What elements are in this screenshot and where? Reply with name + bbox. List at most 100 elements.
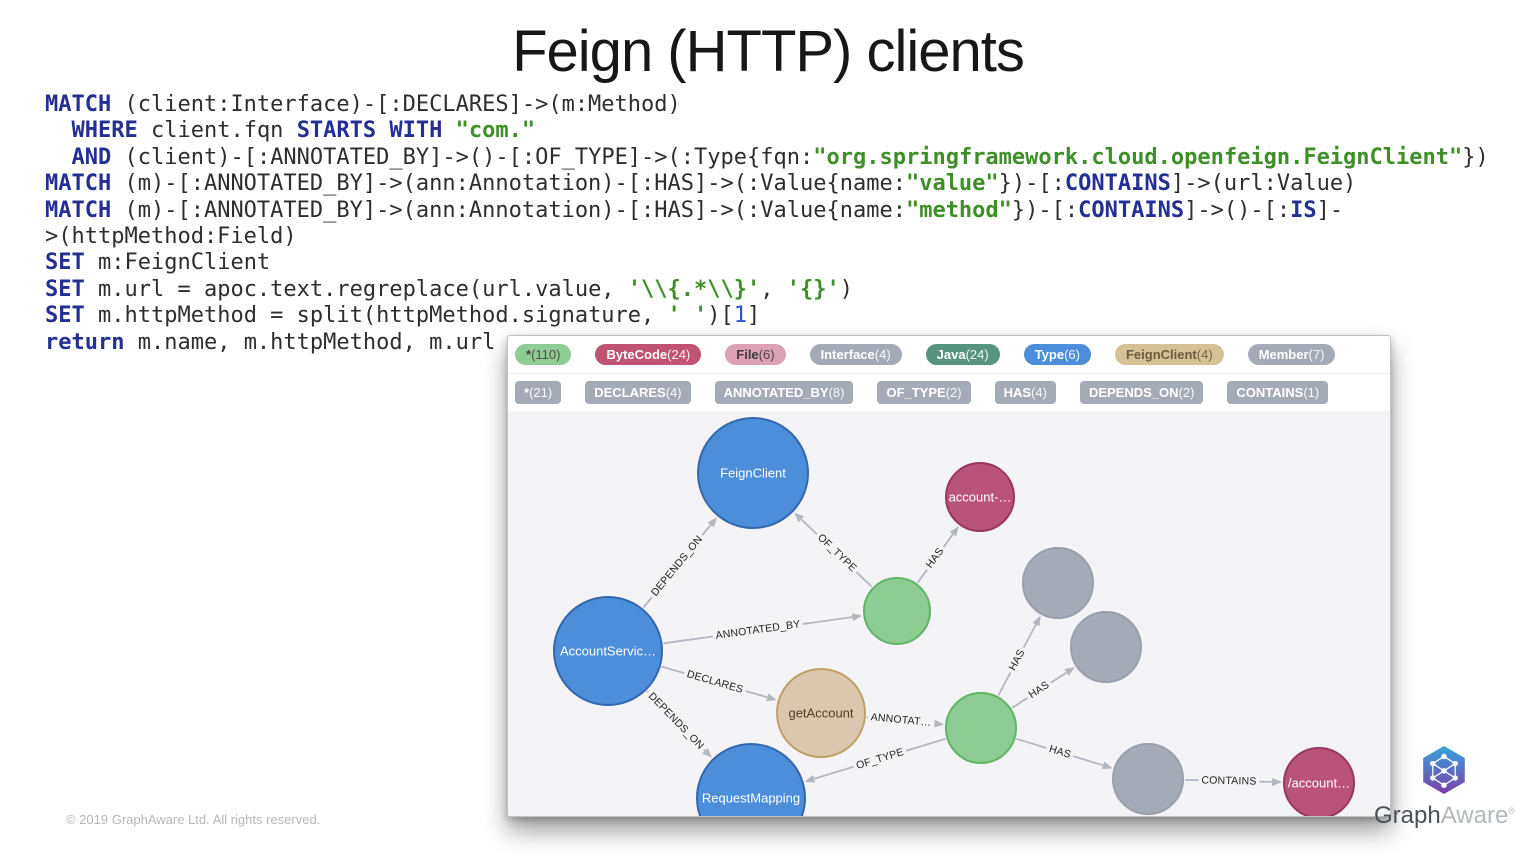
node-label-pill-File[interactable]: File(6) [725,344,786,365]
graph-node-feignClient[interactable] [697,417,809,529]
code-token: }) [1462,144,1489,170]
graph-node-annotation2[interactable] [945,692,1017,764]
graph-node-accountValue2[interactable] [1283,747,1355,816]
code-token: '{}' [786,276,840,302]
logo-text-secondary: Aware [1440,802,1509,829]
code-line: MATCH (m)-[:ANNOTATED_BY]->(ann:Annotati… [45,171,1489,197]
copyright-text: © 2019 GraphAware Ltd. All rights reserv… [66,812,321,827]
code-token: ]- [1316,197,1344,223]
graphaware-logo: GraphAware® [1374,744,1515,830]
code-token: '\\{.*\\}' [627,276,761,302]
node-label-pill-FeignClient[interactable]: FeignClient(4) [1114,344,1224,365]
graph-node-grayB[interactable] [1070,611,1142,683]
code-token: m:FeignClient [84,250,271,276]
registered-mark: ® [1508,806,1515,816]
node-caption: getAccount [788,706,853,721]
cypher-query-code: MATCH (client:Interface)-[:DECLARES]->(m… [45,92,1489,356]
graphaware-wordmark: GraphAware® [1374,802,1515,830]
slide-title: Feign (HTTP) clients [512,19,1025,84]
graph-node-grayC[interactable] [1112,743,1184,815]
graph-node-getAccount[interactable] [776,668,866,758]
code-token: })-[: [998,171,1065,197]
node-caption: /account… [1288,776,1350,791]
graph-node-annotation1[interactable] [863,577,931,645]
rel-type-pill-DEPENDS_ON[interactable]: DEPENDS_ON(2) [1079,381,1204,404]
code-token: >(httpMethod:Field) [45,224,297,250]
code-token: client.fqn [137,118,297,144]
code-token: m.name, m.httpMethod, m.url [124,329,496,355]
code-token: MATCH [45,92,112,117]
relationship-types-legend: *(21) DECLARES(4) ANNOTATED_BY(8) OF_TYPE(2… [508,374,1390,412]
rel-type-pill-DECLARES[interactable]: DECLARES(4) [585,381,691,404]
code-token: m.url = apoc.text.regreplace(url.value, [84,276,628,302]
code-token: "com." [455,118,536,144]
code-token: , [760,276,787,302]
graph-node-grayA[interactable] [1022,547,1094,619]
code-line: WHERE client.fqn STARTS WITH "com." [45,118,1489,144]
code-token: SET [45,276,85,302]
code-token: (client:Interface)-[:DECLARES]->(m:Metho… [111,92,681,117]
code-token: })-[: [1011,197,1079,223]
node-label-pill-Type[interactable]: Type(6) [1023,344,1091,365]
graph-node-accountValue1[interactable] [945,462,1015,532]
node-label-pill-Java[interactable]: Java(24) [925,344,1000,365]
code-token: )[ [707,303,734,329]
code-token: WHERE [71,118,138,144]
code-token: ) [839,276,853,302]
rel-type-pill-HAS[interactable]: HAS(4) [994,381,1056,404]
code-token: MATCH [45,171,112,197]
code-line: SET m.httpMethod = split(httpMethod.sign… [45,303,1489,329]
node-label-pill-all[interactable]: *(110) [515,344,572,365]
node-caption: account-… [949,490,1012,505]
code-token [442,118,455,143]
code-token: MATCH [45,197,112,223]
code-token: (m)-[:ANNOTATED_BY]->(ann:Annotation)-[:… [111,197,906,223]
code-token: CONTAINS [1064,171,1171,197]
node-labels-legend: *(110) ByteCode(24) File(6) Interface(4) Jav… [508,336,1390,374]
code-line: MATCH (m)-[:ANNOTATED_BY]->(ann:Annotati… [45,198,1489,224]
code-token: ] [747,303,761,329]
code-token: m.httpMethod = split(httpMethod.signatur… [84,303,668,329]
graphaware-hexagon-icon [1423,746,1465,794]
code-token: (client)-[:ANNOTATED_BY]->()-[:OF_TYPE]-… [111,144,814,170]
rel-type-pill-OF_TYPE[interactable]: OF_TYPE(2) [877,381,971,404]
code-token: ' ' [667,303,708,329]
code-token: SET [45,250,85,276]
graph-node-accountService[interactable] [553,596,663,706]
edge-label: CONTAINS [1197,774,1260,788]
code-token: CONTAINS [1078,197,1185,223]
node-label-pill-ByteCode[interactable]: ByteCode(24) [595,344,702,365]
code-token: SET [45,303,85,329]
node-label-pill-Member[interactable]: Member(7) [1247,344,1336,365]
code-line: >(httpMethod:Field) [45,224,1489,250]
node-label-pill-Interface[interactable]: Interface(4) [809,344,902,365]
code-token: ]->(url:Value) [1170,171,1357,197]
code-token: return [45,329,125,355]
code-token: IS [1290,197,1317,223]
logo-text-primary: Graph [1374,802,1441,829]
code-token: STARTS WITH [296,118,443,144]
neo4j-browser-panel: *(110) ByteCode(24) File(6) Interface(4) Jav… [507,335,1391,817]
code-line: return m.name, m.httpMethod, m.url [45,330,1489,356]
code-token: "method" [905,197,1012,223]
code-token: "value" [905,171,999,197]
node-caption: AccountServic… [560,644,656,659]
code-line: AND (client)-[:ANNOTATED_BY]->()-[:OF_TY… [45,145,1489,171]
code-line: MATCH (client:Interface)-[:DECLARES]->(m… [45,92,1489,118]
code-token [45,118,72,143]
graph-node-requestMapping[interactable] [696,743,806,816]
code-token: (m)-[:ANNOTATED_BY]->(ann:Annotation)-[:… [111,171,906,197]
code-token: ]->()-[: [1184,197,1291,223]
code-token: 1 [733,303,748,329]
rel-type-pill-CONTAINS[interactable]: CONTAINS(1) [1227,381,1329,404]
node-caption: FeignClient [720,466,786,481]
code-token: "org.springframework.cloud.openfeign.Fei… [813,144,1463,170]
rel-type-pill-ANNOTATED_BY[interactable]: ANNOTATED_BY(8) [714,381,854,404]
code-line: SET m.url = apoc.text.regreplace(url.val… [45,277,1489,303]
code-token [45,145,72,170]
rel-type-pill-all[interactable]: *(21) [515,381,562,404]
code-line: SET m:FeignClient [45,250,1489,276]
node-caption: RequestMapping [702,791,800,806]
code-token: AND [71,144,112,170]
